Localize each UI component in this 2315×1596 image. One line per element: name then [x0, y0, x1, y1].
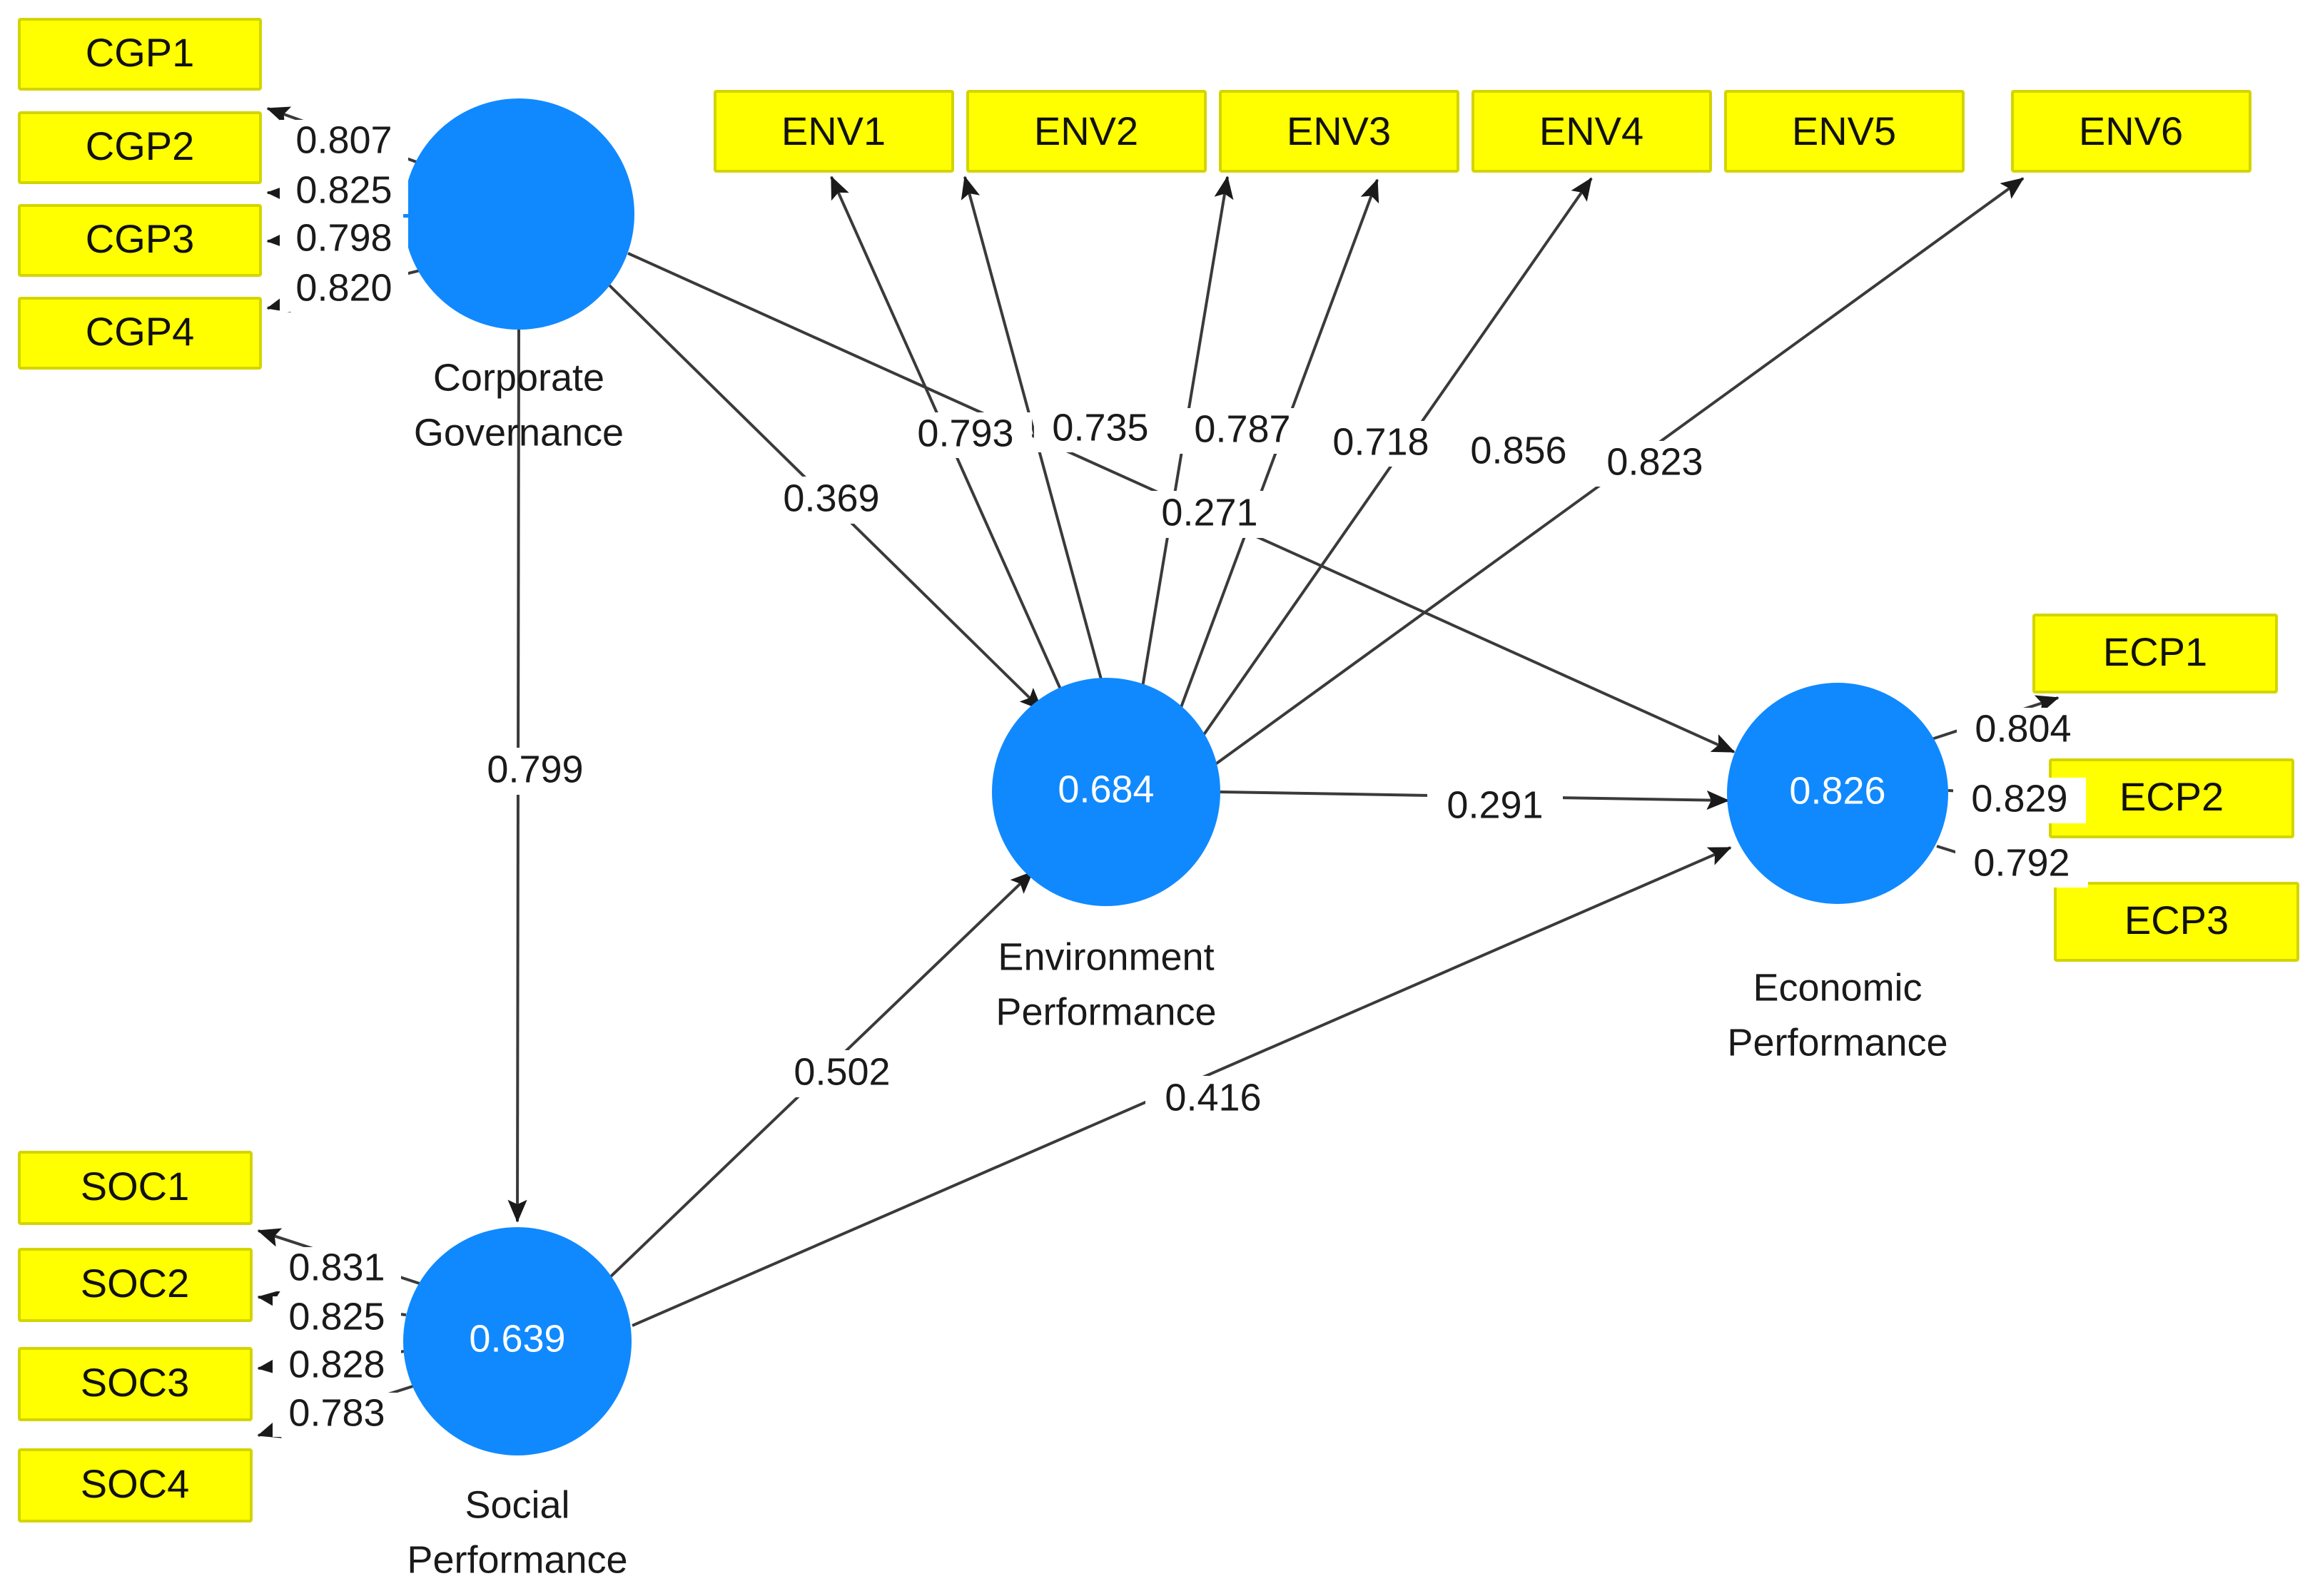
loading-value-cgp2: 0.825 [295, 168, 392, 211]
loading-value-soc4: 0.783 [288, 1391, 385, 1434]
loading-value-soc2: 0.825 [288, 1295, 385, 1338]
construct-name-line2: Performance [1727, 1021, 1947, 1064]
indicator-label: ENV1 [781, 108, 886, 153]
indicator-label: ECP1 [2103, 629, 2207, 674]
indicator-label: ENV6 [2079, 108, 2183, 153]
indicator-label: SOC2 [81, 1261, 190, 1306]
construct-social-performance[interactable]: 0.639 Social Performance [403, 1227, 632, 1581]
indicator-box-soc4[interactable]: SOC4 [18, 1448, 253, 1523]
indicator-label: ENV2 [1034, 108, 1138, 153]
indicator-box-soc2[interactable]: SOC2 [18, 1248, 253, 1322]
construct-corporate-governance[interactable]: Corporate Governance [403, 98, 634, 454]
indicator-box-env4[interactable]: ENV4 [1471, 90, 1712, 173]
construct-name-line1: Economic [1753, 966, 1922, 1009]
construct-environment-performance[interactable]: 0.684 Environment Performance [992, 678, 1220, 1033]
path-coefficient-labels: 0.369 0.271 0.799 0.502 0.416 0.291 [467, 477, 1563, 1123]
construct-r2: 0.684 [1058, 768, 1154, 810]
construct-r2: 0.826 [1789, 769, 1885, 812]
loading-value-ecp3: 0.792 [1973, 841, 2070, 884]
loading-value-soc1: 0.831 [288, 1246, 385, 1289]
indicator-label: CGP3 [86, 216, 195, 261]
loading-labels-cgp: 0.807 0.825 0.798 0.820 [280, 118, 408, 312]
indicator-box-env2[interactable]: ENV2 [966, 90, 1207, 173]
path-coefficient-soc-ecp: 0.416 [1165, 1076, 1261, 1119]
indicator-label: CGP2 [86, 123, 195, 168]
indicator-box-ecp2[interactable]: ECP2 [2049, 758, 2294, 838]
loading-value-env3: 0.787 [1194, 407, 1290, 450]
indicator-box-env1[interactable]: ENV1 [714, 90, 954, 173]
indicator-box-env5[interactable]: ENV5 [1724, 90, 1965, 173]
loading-labels-env: 0.793 0.735 0.787 0.718 0.856 0.823 [899, 406, 1721, 487]
indicator-label: ENV4 [1539, 108, 1643, 153]
loading-value-soc3: 0.828 [288, 1343, 385, 1386]
indicator-box-cgp4[interactable]: CGP4 [18, 297, 262, 370]
path-coefficient-cg-soc: 0.799 [487, 748, 583, 791]
path-coefficient-cg-env: 0.369 [783, 477, 879, 519]
loading-value-env1: 0.793 [917, 412, 1013, 454]
loading-labels-ecp: 0.804 0.829 0.792 [1953, 707, 2089, 888]
indicator-box-env3[interactable]: ENV3 [1219, 90, 1459, 173]
construct-economic-performance[interactable]: 0.826 Economic Performance [1727, 683, 1948, 1064]
indicator-box-ecp1[interactable]: ECP1 [2032, 614, 2278, 693]
loading-value-cgp3: 0.798 [295, 216, 392, 259]
loading-value-cgp1: 0.807 [295, 118, 392, 161]
indicator-box-cgp3[interactable]: CGP3 [18, 204, 262, 277]
indicator-group-env: ENV1 ENV2 ENV3 ENV4 ENV5 ENV6 [714, 90, 2251, 173]
path-coefficient-soc-env: 0.502 [794, 1050, 890, 1093]
indicator-label: CGP4 [86, 309, 195, 354]
construct-name-line1: Social [465, 1483, 569, 1526]
construct-name-line1: Environment [998, 935, 1214, 978]
edge-env-env2 [961, 176, 1103, 680]
indicator-box-env6[interactable]: ENV6 [2011, 90, 2251, 173]
indicator-box-cgp1[interactable]: CGP1 [18, 18, 262, 91]
indicator-label: ENV5 [1792, 108, 1896, 153]
indicator-box-soc1[interactable]: SOC1 [18, 1151, 253, 1225]
loading-value-ecp2: 0.829 [1971, 777, 2067, 820]
indicator-label: ECP3 [2124, 898, 2229, 942]
indicator-label: CGP1 [86, 30, 195, 75]
loading-value-env2: 0.735 [1052, 406, 1148, 449]
loading-value-ecp1: 0.804 [1975, 707, 2071, 750]
path-coefficient-env-ecp: 0.291 [1447, 783, 1543, 826]
indicator-label: SOC4 [81, 1461, 190, 1506]
construct-name-line2: Governance [414, 411, 624, 454]
construct-name-line2: Performance [407, 1538, 627, 1581]
loading-value-env5: 0.856 [1470, 429, 1566, 472]
construct-name-line2: Performance [996, 990, 1216, 1033]
indicator-box-soc3[interactable]: SOC3 [18, 1347, 253, 1421]
indicator-group-cgp: CGP1 CGP2 CGP3 CGP4 [18, 18, 262, 370]
edges-env-loadings [830, 176, 2025, 766]
indicator-box-cgp2[interactable]: CGP2 [18, 111, 262, 184]
indicator-group-soc: SOC1 SOC2 SOC3 SOC4 [18, 1151, 253, 1523]
construct-r2: 0.639 [469, 1317, 565, 1360]
indicator-label: SOC3 [81, 1360, 190, 1405]
loading-value-cgp4: 0.820 [295, 266, 392, 309]
indicator-group-ecp: ECP1 ECP2 ECP3 [2032, 614, 2299, 962]
indicator-label: ENV3 [1287, 108, 1391, 153]
construct-name-line1: Corporate [433, 356, 604, 399]
loading-value-env6: 0.823 [1606, 440, 1703, 483]
loading-labels-soc: 0.831 0.825 0.828 0.783 [273, 1246, 401, 1437]
indicator-box-ecp3[interactable]: ECP3 [2054, 882, 2299, 962]
path-coefficient-cg-ecp: 0.271 [1161, 491, 1257, 534]
loading-value-env4: 0.718 [1332, 420, 1429, 463]
indicator-label: ECP2 [2119, 774, 2224, 819]
indicator-label: SOC1 [81, 1164, 190, 1209]
